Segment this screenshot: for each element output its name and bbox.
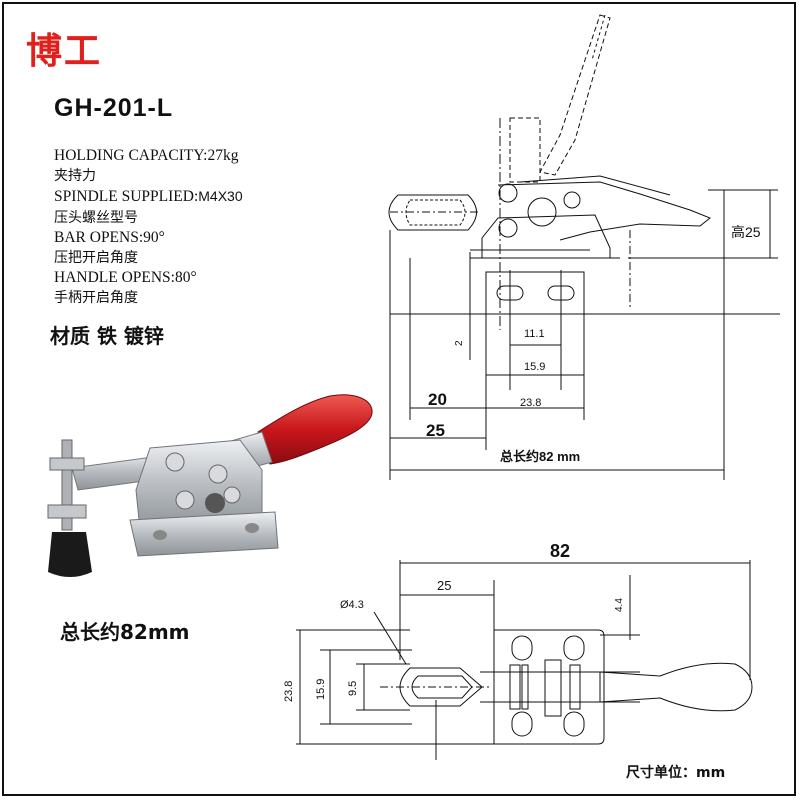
slot (563, 711, 585, 737)
dim-25: 25 (426, 421, 445, 440)
spec-holding-capacity-cn: 夹持力 (54, 168, 96, 185)
slot (511, 635, 533, 661)
side-view (388, 14, 780, 480)
dim-top-25: 25 (437, 578, 451, 593)
material-label: 材质 铁 镀锌 (50, 324, 164, 348)
spec-spindle-cn: 压头螺丝型号 (54, 209, 138, 226)
dim-overall: 总长约82 mm (500, 449, 580, 464)
spec-holding-capacity: HOLDING CAPACITY:27kg (54, 147, 239, 164)
dim-11-1: 11.1 (524, 328, 545, 340)
dim-height: 高25 (731, 224, 761, 240)
link (509, 664, 521, 710)
spindle-screw (61, 439, 73, 531)
body-hole (205, 493, 225, 513)
base-plate-outline (485, 271, 585, 315)
handle-grip (257, 394, 373, 465)
total-length-label: 总长约82mm (60, 620, 190, 644)
top-plate-outline (493, 629, 605, 745)
pivot (498, 218, 518, 238)
dim-hole: Ø4.3 (340, 599, 364, 611)
dim-23-8: 23.8 (520, 397, 541, 409)
spec-handle-opens-cn: 手柄开启角度 (54, 290, 138, 307)
brand-logo: 博工 (26, 31, 103, 72)
rubber-tip (48, 532, 92, 577)
dim-top-15-9: 15.9 (315, 679, 327, 700)
base-hole (153, 530, 167, 540)
dim-2: 2 (454, 340, 465, 346)
pivot (498, 183, 518, 203)
top-handle-outline (599, 662, 753, 712)
spec-bar-opens-cn: 压把开启角度 (54, 250, 138, 267)
unit-label: 尺寸单位：mm (626, 765, 726, 781)
rivet (165, 452, 185, 472)
spec-handle-opens: HANDLE OPENS:80° (54, 269, 197, 287)
spindle-nut (47, 504, 87, 519)
model-number: GH-201-L (54, 94, 174, 122)
rivet (208, 464, 228, 484)
top-bar-outline (399, 667, 483, 707)
dim-20: 20 (428, 390, 447, 409)
spec-spindle: SPINDLE SUPPLIED:M4X30 (54, 186, 243, 207)
link (544, 659, 562, 717)
raised-handle-outline (539, 14, 611, 176)
link (569, 664, 581, 710)
spec-spindle-value: M4X30 (198, 188, 243, 205)
base-hole (245, 523, 259, 533)
pivot (527, 197, 557, 227)
dim-9-5: 9.5 (347, 681, 359, 696)
dim-top-23-8: 23.8 (283, 681, 295, 702)
raised-bar-outline (509, 117, 541, 183)
dim-15-9: 15.9 (524, 361, 545, 373)
spec-spindle-label: SPINDLE SUPPLIED: (54, 188, 199, 206)
slot (511, 711, 533, 737)
rivet (223, 486, 241, 504)
dim-82: 82 (550, 541, 570, 561)
dim-4-4: 4.4 (614, 598, 625, 612)
base-plate (129, 511, 279, 557)
bar-outline (388, 194, 477, 231)
spec-list: HOLDING CAPACITY:27kg 夹持力 SPINDLE SUPPLI… (54, 146, 243, 309)
spec-bar-opens: BAR OPENS:90° (54, 228, 165, 246)
slot (563, 635, 585, 661)
spindle-nut (49, 457, 85, 471)
pivot (563, 191, 581, 209)
rivet (175, 490, 195, 510)
top-view (296, 560, 753, 760)
